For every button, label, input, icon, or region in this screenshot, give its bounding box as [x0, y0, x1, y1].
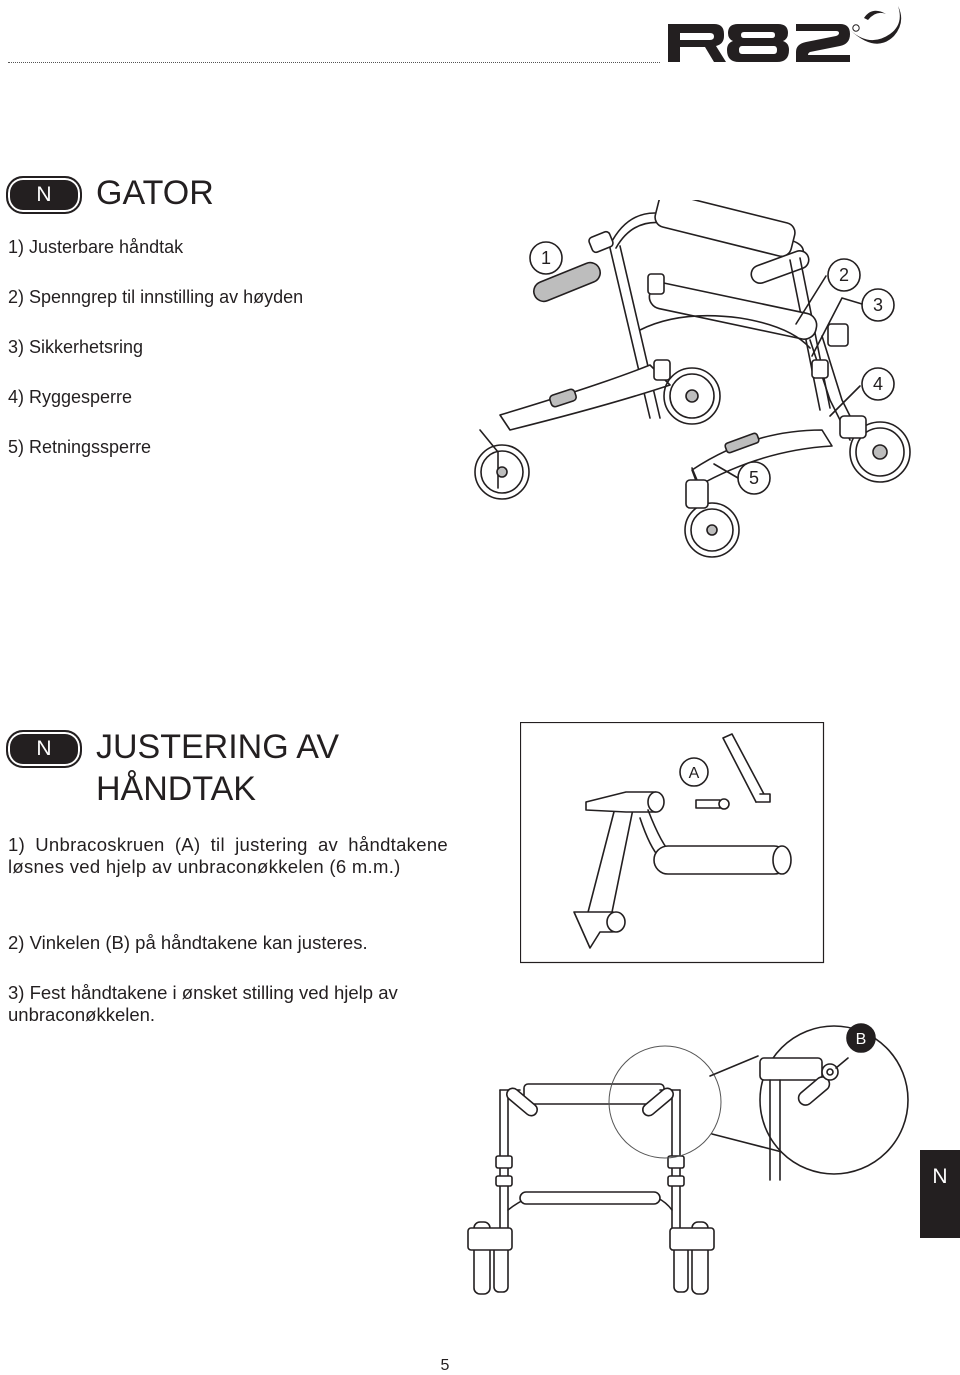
language-badge: N	[6, 730, 82, 768]
step-2-text: 2) Vinkelen (B) på håndtakene kan juster…	[8, 932, 368, 953]
language-badge: N	[6, 176, 82, 214]
callout-1: 1	[541, 248, 551, 268]
list-item: 2) Spenngrep til innstilling av høyden	[8, 287, 304, 307]
walker-front-view-illustration: B	[467, 1023, 909, 1295]
list-item: 4) Ryggesperre	[8, 387, 133, 407]
list-item: 3) Sikkerhetsring	[8, 337, 144, 357]
section-title-line1: JUSTERING AV	[96, 728, 340, 766]
step-3-text: 3) Fest håndtakene i ønsket stilling ved…	[8, 982, 398, 1025]
page-number: 5	[440, 1357, 450, 1374]
section-title-line2: HÅNDTAK	[96, 770, 256, 808]
header-dotted-rule	[8, 62, 660, 63]
callout-3: 3	[873, 295, 883, 315]
gator-walker-illustration: 1 2 3 4 5	[474, 200, 911, 558]
callout-5: 5	[749, 468, 759, 488]
step-1-text: 1) Unbracoskruen (A) til justering av hå…	[8, 834, 448, 877]
language-side-tab: N	[920, 1150, 960, 1238]
section-title: GATOR	[96, 174, 214, 212]
list-item: 1) Justerbare håndtak	[8, 237, 184, 257]
parts-list: 1) Justerbare håndtak 2) Spenngrep til i…	[8, 236, 303, 486]
callout-2: 2	[839, 265, 849, 285]
r82-logo	[668, 6, 902, 62]
handle-screw-detail-illustration: A	[520, 722, 825, 964]
callout-4: 4	[873, 374, 883, 394]
callout-a: A	[689, 765, 700, 782]
callout-b: B	[856, 1031, 867, 1048]
list-item: 5) Retningssperre	[8, 437, 152, 457]
